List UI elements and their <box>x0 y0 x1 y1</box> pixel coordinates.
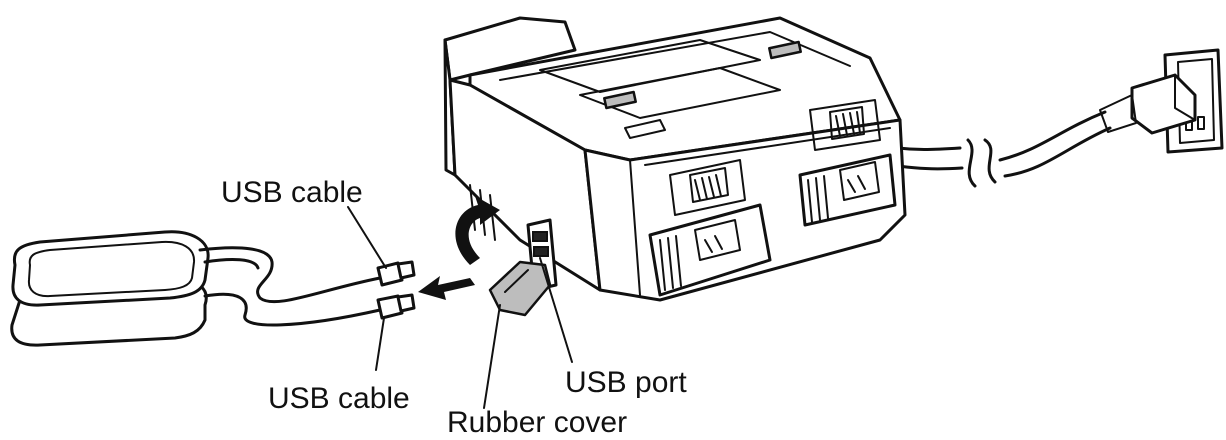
label-usb-port: USB port <box>565 366 687 399</box>
charger <box>443 16 907 302</box>
devices <box>10 230 210 347</box>
label-rubber-cover: Rubber cover <box>447 406 627 439</box>
usb-cables <box>198 246 416 327</box>
label-usb-cable-top: USB cable <box>221 176 363 209</box>
usb-connector-top <box>376 261 404 287</box>
rotate-arrow-icon <box>455 196 500 265</box>
label-usb-cable-bottom: USB cable <box>268 382 410 415</box>
power-cord <box>896 110 1112 188</box>
power-plug <box>1099 73 1197 135</box>
leader-lines <box>347 206 573 409</box>
usb-port-slot-1 <box>532 231 548 242</box>
pull-arrow-icon <box>418 276 475 300</box>
usb-connector-bottom <box>376 294 404 320</box>
usb-port-slot-2 <box>533 246 549 257</box>
